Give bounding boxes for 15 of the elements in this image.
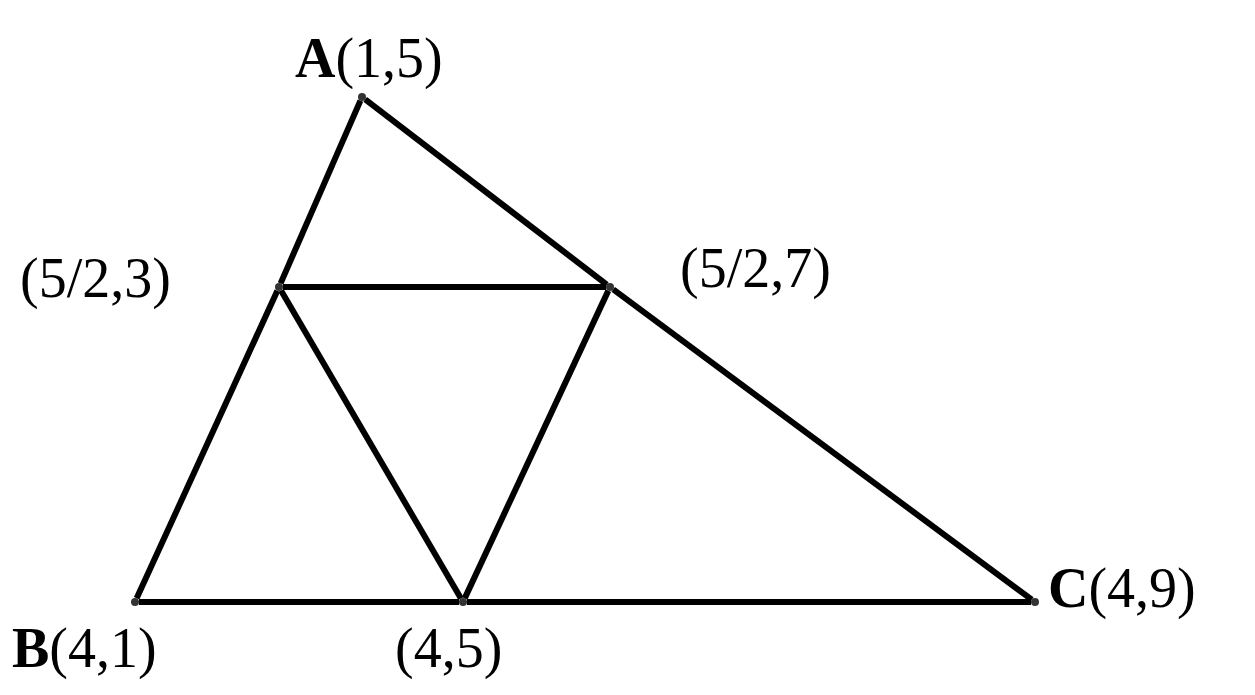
vertex-point [1031,598,1039,606]
line-segment [611,286,1034,603]
line-segment [363,97,609,287]
vertex-point [606,283,614,291]
line-segment [133,289,281,600]
line-segment [461,289,612,600]
line-segment [467,599,1031,605]
line-segment [277,99,364,285]
vertex-point [459,598,467,606]
vertex-point [275,283,283,291]
line-segment [283,284,606,290]
line-segment [139,599,459,605]
line-segment [278,288,464,601]
vertex-point [131,598,139,606]
vertex-point [358,93,366,101]
